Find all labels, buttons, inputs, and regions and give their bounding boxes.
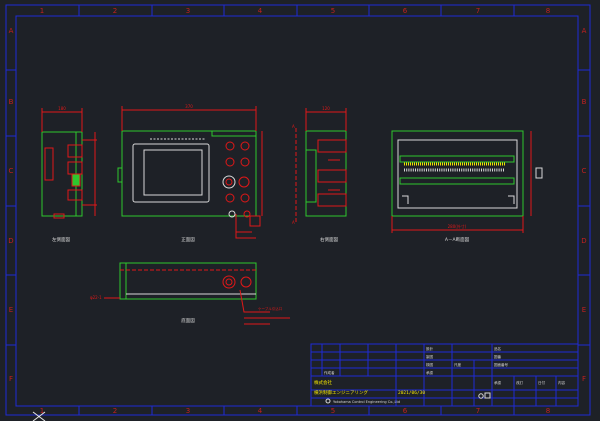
col-label-bottom: 2 xyxy=(113,407,117,415)
rev-col: 日付 xyxy=(538,380,546,385)
left-width-dim: 180 xyxy=(58,106,66,111)
row-label-left: B xyxy=(9,98,14,106)
section-mark-a: A xyxy=(292,124,295,129)
field-number: 図番 xyxy=(494,354,502,359)
col-label-top: 3 xyxy=(186,7,190,15)
row-label-left: C xyxy=(9,167,14,175)
row-label-right: E xyxy=(582,306,586,314)
field-name: 品名 xyxy=(494,346,501,351)
push-buttons xyxy=(222,141,251,218)
col-label-bottom: 7 xyxy=(476,407,480,415)
field-drawing-no: 図面番号 xyxy=(494,362,508,367)
title-block[interactable]: 設計 製図 検図 承認 尺度 品名 図番 図面番号 作成者 改訂 日付 内容 承… xyxy=(310,343,579,407)
col-label-bottom: 1 xyxy=(40,407,44,415)
frame-labels: 1 2 3 4 5 6 7 8 1 2 3 4 5 6 7 8 A B C D … xyxy=(8,7,586,415)
front-view[interactable]: 370 正面図 xyxy=(117,104,263,243)
col-label-bottom: 5 xyxy=(331,407,335,415)
bottom-callout: φ22-1 xyxy=(90,295,102,300)
crosshair-icon xyxy=(32,411,46,421)
row-label-right: A xyxy=(582,27,587,35)
field-draft: 製図 xyxy=(426,354,434,359)
col-label-top: 5 xyxy=(331,7,335,15)
row-label-left: A xyxy=(9,27,14,35)
col-label-top: 6 xyxy=(403,7,408,15)
terminal-block xyxy=(404,162,505,172)
col-label-bottom: 3 xyxy=(186,407,190,415)
right-side-view[interactable]: 120 A A 右側面図 xyxy=(292,106,347,243)
right-side-view-label: 右側面図 xyxy=(320,236,338,243)
col-label-bottom: 6 xyxy=(403,407,408,415)
projection-symbol-icon xyxy=(484,392,491,399)
company-name-en: Yokohama Control Engineering Co.,Ltd xyxy=(333,400,400,404)
col-label-bottom: 8 xyxy=(546,407,550,415)
company-logo-icon xyxy=(325,398,331,404)
col-label-bottom: 4 xyxy=(258,407,263,415)
row-label-left: F xyxy=(9,375,13,383)
bottom-view-label: 底面図 xyxy=(181,317,195,324)
row-label-right: F xyxy=(582,375,586,383)
front-view-label: 正面図 xyxy=(181,237,195,243)
col-label-top: 4 xyxy=(258,7,263,15)
rev-col: 承認 xyxy=(494,380,502,385)
rev-col: 内容 xyxy=(558,380,566,385)
col-label-top: 2 xyxy=(113,7,117,15)
section-view-label: A－A断面図 xyxy=(445,236,470,243)
row-label-left: D xyxy=(8,237,13,245)
field-design: 設計 xyxy=(426,346,434,351)
col-label-top: 8 xyxy=(546,7,550,15)
section-view[interactable]: 280(外寸) A－A断面図 xyxy=(391,130,543,243)
right-width-dim: 120 xyxy=(322,106,330,111)
rev-col: 改訂 xyxy=(516,380,524,385)
field-approve: 承認 xyxy=(426,370,434,375)
left-side-view-label: 左側面図 xyxy=(52,236,70,243)
drawing-date: 2021/06/30 xyxy=(398,390,425,396)
left-side-view[interactable]: 180 左側面図 xyxy=(41,106,97,243)
company-name: 横浜制御エンジニアリング xyxy=(314,389,368,396)
row-label-right: D xyxy=(581,237,586,245)
row-label-right: C xyxy=(582,167,587,175)
col-label-top: 1 xyxy=(40,7,44,15)
drawn-by: 作成者 xyxy=(324,370,335,375)
row-label-right: B xyxy=(582,98,587,106)
row-label-left: E xyxy=(9,306,13,314)
front-width-dim: 370 xyxy=(185,104,193,109)
projection-symbol-icon xyxy=(478,393,484,399)
cable-entry-note: ケーブル引込口 xyxy=(258,306,283,311)
section-mark-a: A xyxy=(292,220,295,225)
company-prefix: 株式会社 xyxy=(314,379,332,386)
field-check: 検図 xyxy=(426,362,434,367)
col-label-top: 7 xyxy=(476,7,480,15)
bottom-view[interactable]: φ22-1 ケーブル引込口 底面図 xyxy=(90,262,290,325)
field-scale: 尺度 xyxy=(454,362,462,367)
drawing-frame xyxy=(5,4,591,416)
section-width-dim: 280(外寸) xyxy=(448,223,467,229)
